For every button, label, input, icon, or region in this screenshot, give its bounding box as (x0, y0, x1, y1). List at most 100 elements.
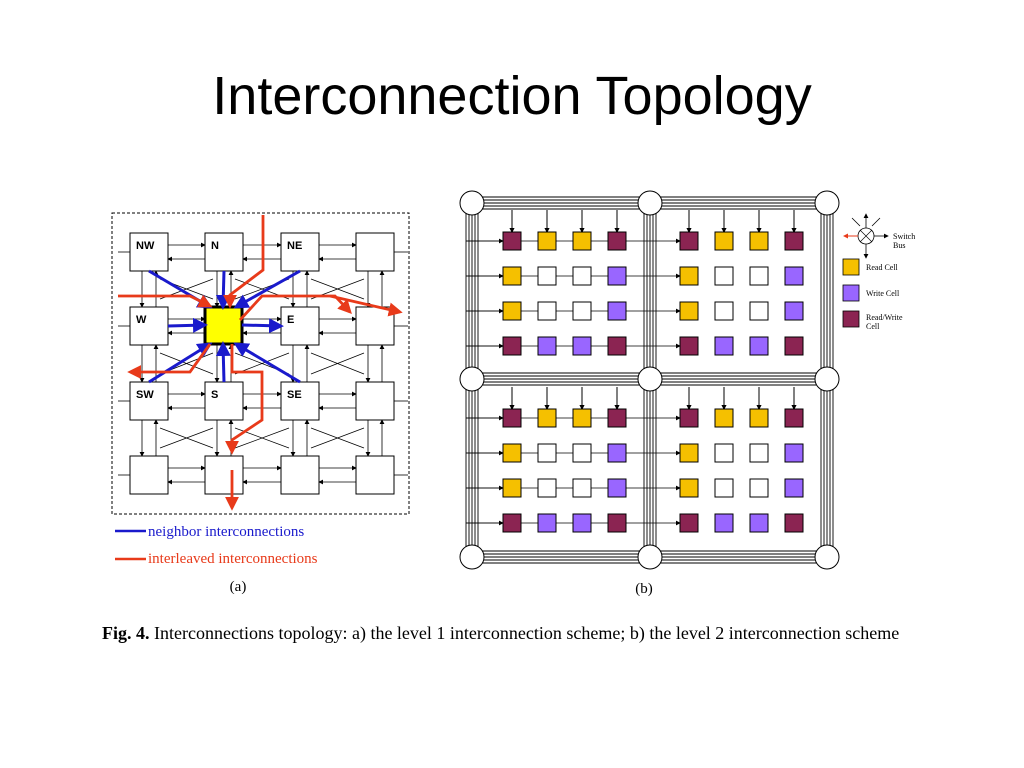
legend-bus-label: Bus (893, 241, 905, 250)
legend-write-swatch (842, 284, 860, 302)
a-link-diagonal (159, 427, 214, 449)
figure-b: Switch Bus Read Cell Write Cell Read/Wri… (459, 190, 915, 597)
figure-a-label: (a) (230, 579, 247, 595)
a-cell (204, 455, 244, 495)
b-cell-read (679, 266, 699, 286)
b-switch-node (814, 190, 840, 216)
legend-switch-label: Switch (893, 232, 915, 241)
b-switch-node (814, 544, 840, 570)
a-center-cell (203, 305, 244, 346)
b-cell-write (784, 443, 804, 463)
b-switch-node (637, 544, 663, 570)
b-cell-read (502, 443, 522, 463)
b-cell-read-write (502, 408, 522, 428)
b-cell-read (749, 408, 769, 428)
a-neighbor-arrow (148, 342, 213, 384)
b-cell-read (572, 231, 592, 251)
figure-b-legend: Switch Bus Read Cell Write Cell Read/Wri… (842, 213, 915, 331)
figure-a-arrows (118, 215, 403, 511)
a-cell: N (204, 232, 244, 272)
b-cell-read-write (679, 231, 699, 251)
b-cell-read-write (784, 408, 804, 428)
legend-read-label: Read Cell (866, 263, 899, 272)
b-switch-node (637, 366, 663, 392)
b-cell-read-write (784, 336, 804, 356)
b-cell-empty (572, 266, 592, 286)
a-neighbor-arrow (241, 318, 284, 334)
b-cell-write (607, 266, 627, 286)
a-cell (355, 381, 395, 421)
b-cell-read (572, 408, 592, 428)
figure-b-switches (459, 190, 840, 570)
b-cell-write (714, 513, 734, 533)
b-cell-read-write (502, 231, 522, 251)
slide-title: Interconnection Topology (212, 66, 812, 126)
b-cell-read (502, 266, 522, 286)
a-cell (355, 455, 395, 495)
b-cell-write (784, 301, 804, 321)
a-cell: E (280, 306, 320, 346)
b-switch-node (459, 190, 485, 216)
b-cell-read (714, 231, 734, 251)
b-cell-read (714, 408, 734, 428)
b-switch-node (637, 190, 663, 216)
b-cell-read-write (502, 513, 522, 533)
b-cell-empty (537, 443, 557, 463)
caption-fig-label: Fig. 4. (102, 623, 150, 643)
b-cell-empty (572, 478, 592, 498)
a-interleaved-arrow (329, 294, 403, 317)
legend-read-swatch (842, 258, 860, 276)
a-interleaved-arrow (223, 215, 265, 309)
b-cell-write (714, 336, 734, 356)
a-interleaved-arrow (118, 294, 213, 308)
a-link-diagonal (310, 352, 365, 375)
legend-write-label: Write Cell (866, 289, 900, 298)
legend-read-write-label-2: Cell (866, 322, 880, 331)
b-cell-empty (749, 443, 769, 463)
b-cell-empty (749, 301, 769, 321)
a-cell: SE (280, 381, 320, 421)
b-cell-read-write (679, 408, 699, 428)
b-cell-read-write (607, 408, 627, 428)
a-cell-label: NE (287, 240, 302, 252)
figure-a-cells: NW N NE W E SW S SE (129, 232, 395, 495)
a-cell: W (129, 306, 169, 346)
a-link-diagonal (234, 352, 290, 375)
b-cell-write (607, 301, 627, 321)
b-cell-read-write (679, 336, 699, 356)
legend-neighbor-label: neighbor interconnections (148, 524, 304, 540)
a-cell (355, 232, 395, 272)
a-cell-label: SW (136, 389, 154, 401)
caption-text: Interconnections topology: a) the level … (154, 623, 900, 643)
b-cell-write (607, 443, 627, 463)
a-cell (355, 306, 395, 346)
a-cell-label: SE (287, 389, 302, 401)
b-cell-write (537, 513, 557, 533)
b-cell-write (572, 513, 592, 533)
legend-read-write-swatch (842, 310, 860, 328)
a-cell: SW (129, 381, 169, 421)
a-cell-label: S (211, 389, 218, 401)
a-interleaved-arrow (127, 343, 212, 379)
a-neighbor-arrow (167, 317, 208, 333)
figure-b-cells (502, 231, 804, 533)
b-cell-read (679, 443, 699, 463)
a-neighbor-arrow (215, 270, 231, 310)
legend-neighbor: neighbor interconnections (115, 524, 304, 540)
a-cell: NW (129, 232, 169, 272)
a-interleaved-arrow (238, 294, 352, 321)
a-link-diagonal (234, 427, 290, 449)
b-cell-read-write (607, 231, 627, 251)
a-cell (129, 455, 169, 495)
b-cell-read (537, 231, 557, 251)
figure-a-border (111, 212, 410, 515)
figure-a-wiring (118, 242, 408, 485)
b-cell-empty (572, 443, 592, 463)
a-cell-label: E (287, 314, 294, 326)
b-cell-read (502, 301, 522, 321)
a-interleaved-arrow (225, 344, 264, 455)
a-cell (280, 455, 320, 495)
b-cell-read (749, 231, 769, 251)
